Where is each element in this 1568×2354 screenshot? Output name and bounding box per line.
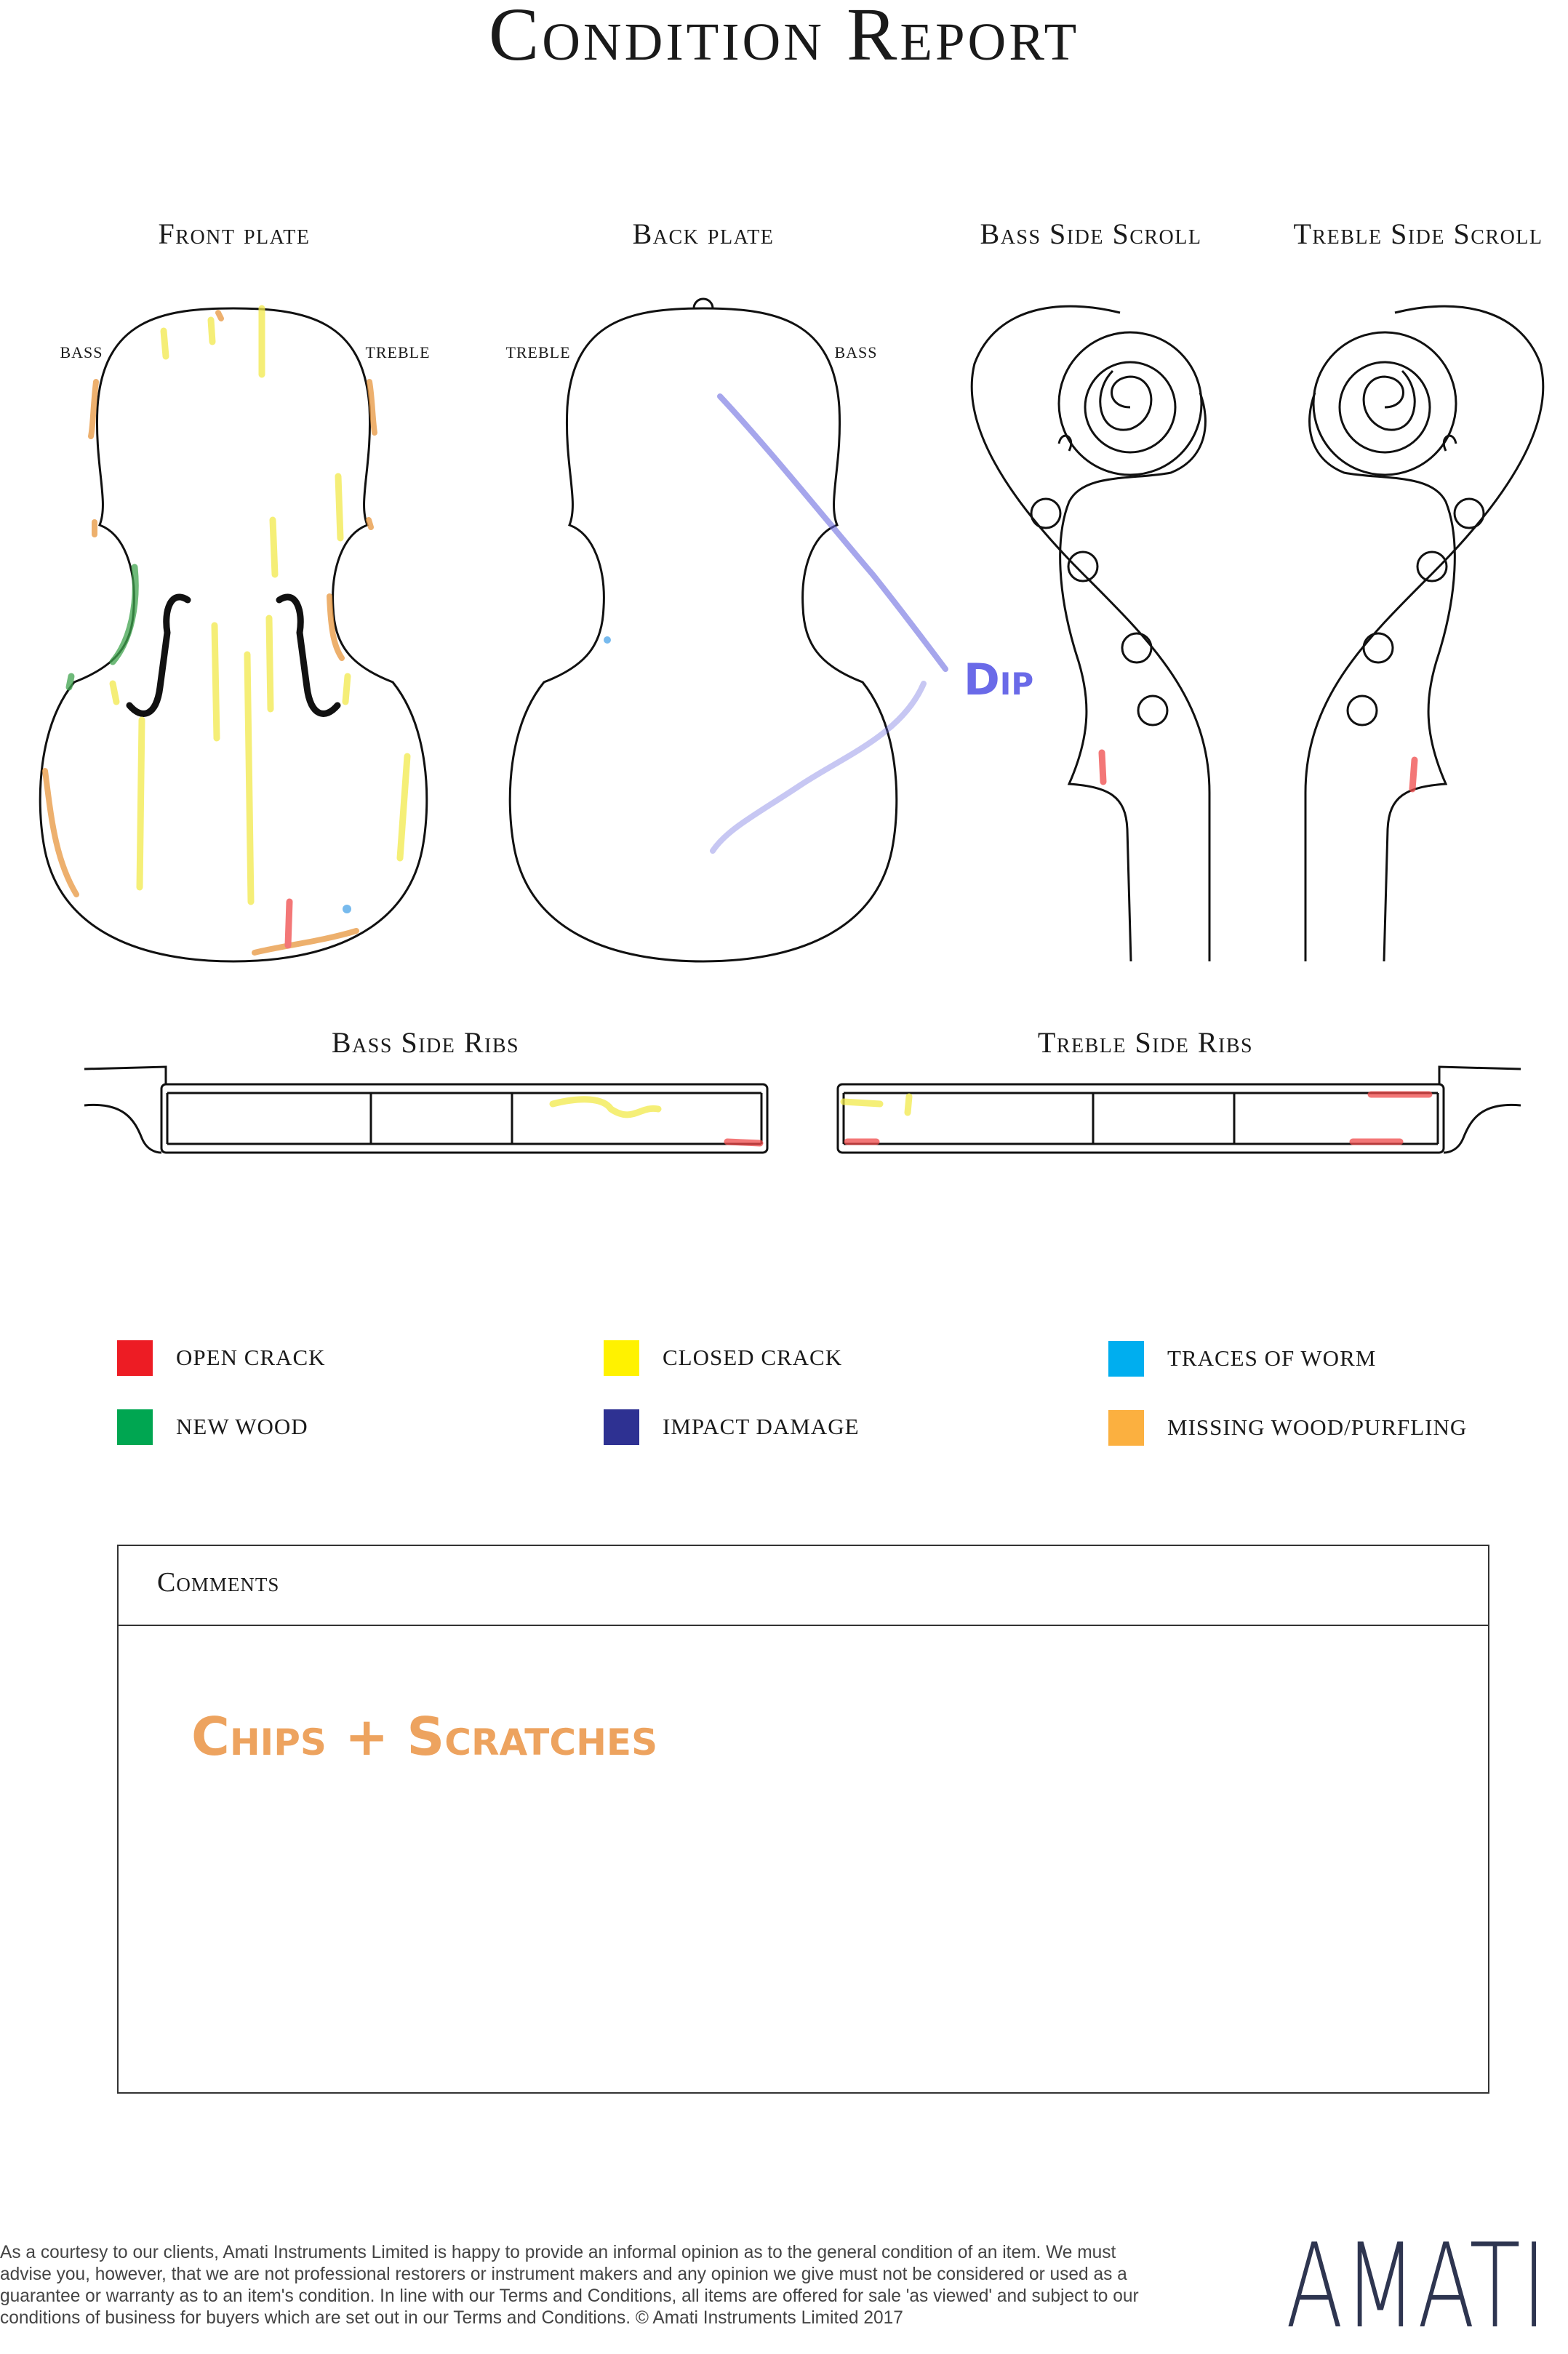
back-plate-heading: Back plate <box>632 217 775 250</box>
comments-heading: Comments <box>119 1546 1488 1626</box>
legend-new-wood: NEW WOOD <box>117 1409 308 1445</box>
treble-scroll-outline <box>1304 305 1545 963</box>
legend-missing-wood: MISSING WOOD/PURFLING <box>1108 1409 1467 1446</box>
legend-label: NEW WOOD <box>176 1414 308 1439</box>
front-bass-label: BASS <box>60 343 103 361</box>
front-treble-label: TREBLE <box>365 343 431 361</box>
instrument-diagrams <box>39 297 1545 1154</box>
new-wood-swatch <box>117 1409 153 1445</box>
damage-annotations <box>42 305 1433 1147</box>
treble-scroll-heading: Treble Side Scroll <box>1293 217 1543 250</box>
bass-ribs-heading: Bass Side Ribs <box>331 1026 520 1059</box>
legend-label: CLOSED CRACK <box>663 1345 843 1370</box>
traces-of-worm-swatch <box>1108 1340 1144 1377</box>
page-title: Condition Report <box>488 0 1080 76</box>
front-plate-heading: Front plate <box>158 217 311 250</box>
treble-ribs-outline <box>836 1065 1522 1154</box>
legend-label: TRACES OF WORM <box>1167 1345 1377 1371</box>
bass-ribs-outline <box>84 1065 769 1154</box>
legend-label: OPEN CRACK <box>176 1345 326 1370</box>
back-plate-outline <box>508 297 898 963</box>
legend-closed-crack: CLOSED CRACK <box>604 1340 842 1376</box>
closed-crack-swatch <box>604 1340 639 1376</box>
legend-label: MISSING WOOD/PURFLING <box>1167 1414 1468 1440</box>
comments-text: Chips + Scratches <box>191 1706 658 1767</box>
disclaimer-text: As a courtesy to our clients, Amati Inst… <box>0 2242 1139 2328</box>
legend-traces-of-worm: TRACES OF WORM <box>1108 1340 1376 1377</box>
f-holes <box>126 593 341 717</box>
comments-box: Comments Chips + Scratches <box>117 1545 1489 2094</box>
back-bass-label: BASS <box>834 343 878 361</box>
bass-scroll-heading: Bass Side Scroll <box>980 217 1202 250</box>
open-crack-swatch <box>117 1340 153 1376</box>
back-treble-label: TREBLE <box>505 343 571 361</box>
dip-annotation: Dip <box>964 654 1034 705</box>
missing-wood-swatch <box>1108 1409 1144 1446</box>
amati-logo: AMATI <box>1286 2218 1548 2354</box>
legend-label: IMPACT DAMAGE <box>663 1414 860 1439</box>
bass-scroll-outline <box>970 305 1211 962</box>
front-plate-outline <box>39 307 428 963</box>
legend-impact-damage: IMPACT DAMAGE <box>604 1409 860 1445</box>
treble-ribs-heading: Treble Side Ribs <box>1037 1026 1254 1059</box>
impact-damage-swatch <box>604 1409 639 1445</box>
legend-open-crack: OPEN CRACK <box>117 1340 326 1376</box>
